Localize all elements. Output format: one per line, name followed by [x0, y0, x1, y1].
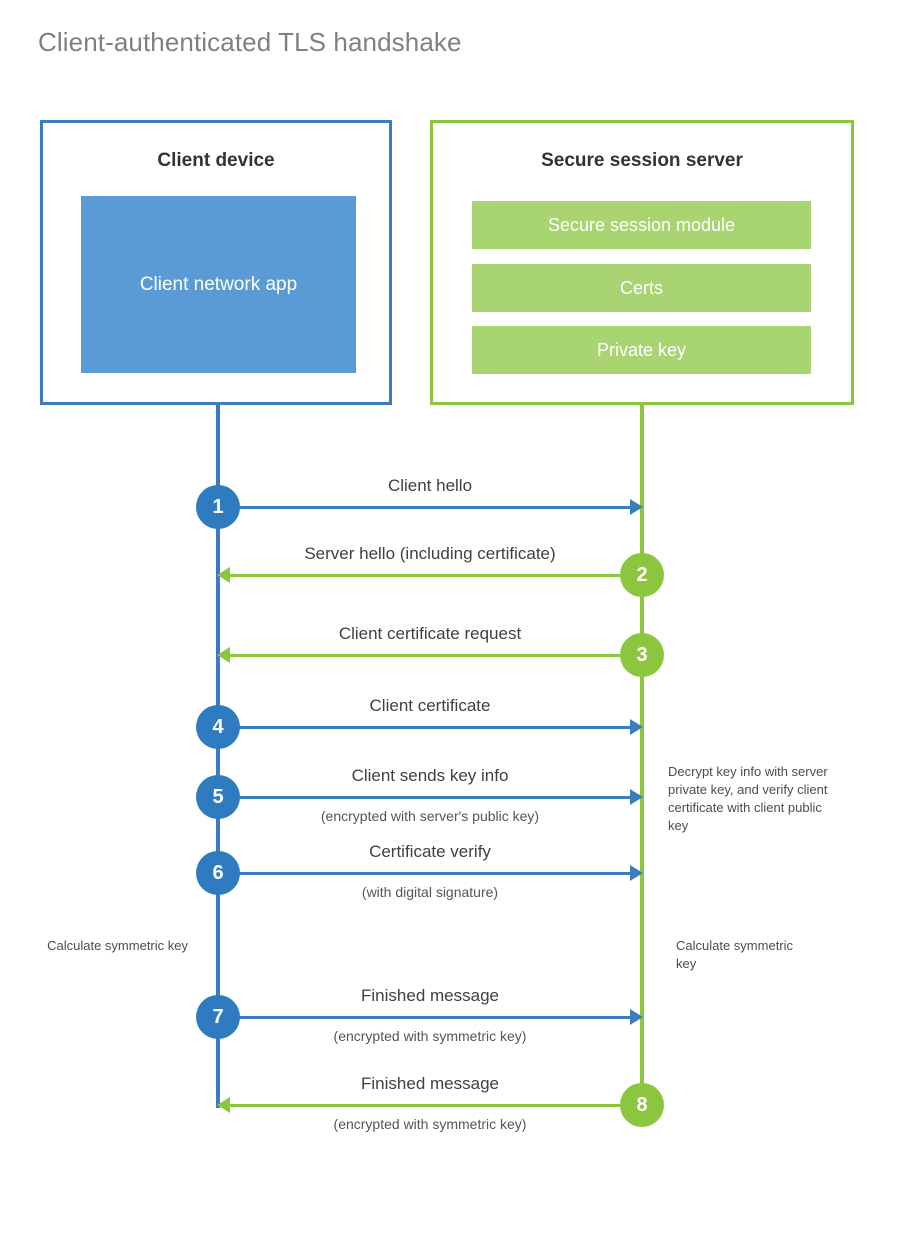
arrow-head-step-4	[630, 719, 643, 735]
step-marker-1[interactable]: 1	[196, 485, 240, 529]
arrow-head-step-5	[630, 789, 643, 805]
arrow-head-step-8	[217, 1097, 230, 1113]
client-device-box: Client device Client network app	[40, 120, 392, 405]
message-label-step-6: Certificate verify	[369, 842, 491, 861]
client-network-app-block: Client network app	[81, 196, 356, 373]
arrow-head-step-3	[217, 647, 230, 663]
arrow-line-step-6	[218, 872, 632, 875]
arrow-line-step-4	[218, 726, 632, 729]
page-title: Client-authenticated TLS handshake	[38, 27, 462, 57]
client-lifeline	[216, 405, 220, 1108]
note-server-calculate-symmetric-key: Calculate symmetric key	[676, 938, 794, 971]
step-marker-6[interactable]: 6	[196, 851, 240, 895]
step-marker-3[interactable]: 3	[620, 633, 664, 677]
secure-session-server-box: Secure session server Secure session mod…	[430, 120, 854, 405]
message-label-step-4: Client certificate	[369, 696, 491, 715]
message-sublabel-step-6: (with digital signature)	[361, 884, 499, 900]
arrow-line-step-8	[228, 1104, 642, 1107]
arrow-head-step-7	[630, 1009, 643, 1025]
message-sublabel-step-8: (encrypted with symmetric key)	[333, 1116, 527, 1132]
server-component-private-key: Private key	[472, 326, 811, 374]
arrow-line-step-1	[218, 506, 632, 509]
message-sublabel-step-5: (encrypted with server's public key)	[320, 808, 540, 824]
step-marker-2[interactable]: 2	[620, 553, 664, 597]
secure-session-server-title: Secure session server	[541, 150, 743, 171]
message-label-step-5: Client sends key info	[351, 766, 509, 785]
arrow-line-step-2	[228, 574, 642, 577]
arrow-line-step-3	[228, 654, 642, 657]
message-label-step-3: Client certificate request	[338, 624, 522, 643]
step-marker-5[interactable]: 5	[196, 775, 240, 819]
message-label-step-2: Server hello (including certificate)	[304, 544, 556, 563]
arrow-line-step-7	[218, 1016, 632, 1019]
arrow-head-step-1	[630, 499, 643, 515]
message-sublabel-step-7: (encrypted with symmetric key)	[333, 1028, 527, 1044]
step-marker-7[interactable]: 7	[196, 995, 240, 1039]
server-component-secure-session-module: Secure session module	[472, 201, 811, 249]
client-device-title: Client device	[157, 150, 275, 171]
message-label-step-1: Client hello	[387, 476, 473, 495]
arrow-head-step-2	[217, 567, 230, 583]
arrow-head-step-6	[630, 865, 643, 881]
step-marker-4[interactable]: 4	[196, 705, 240, 749]
note-server-decrypt: Decrypt key info with server private key…	[668, 764, 828, 833]
server-component-certs: Certs	[472, 264, 811, 312]
arrow-line-step-5	[218, 796, 632, 799]
step-marker-8[interactable]: 8	[620, 1083, 664, 1127]
message-label-step-8: Finished message	[361, 1074, 499, 1093]
server-lifeline	[640, 405, 644, 1105]
message-label-step-7: Finished message	[361, 986, 499, 1005]
note-client-calculate-symmetric-key: Calculate symmetric key	[47, 938, 188, 953]
